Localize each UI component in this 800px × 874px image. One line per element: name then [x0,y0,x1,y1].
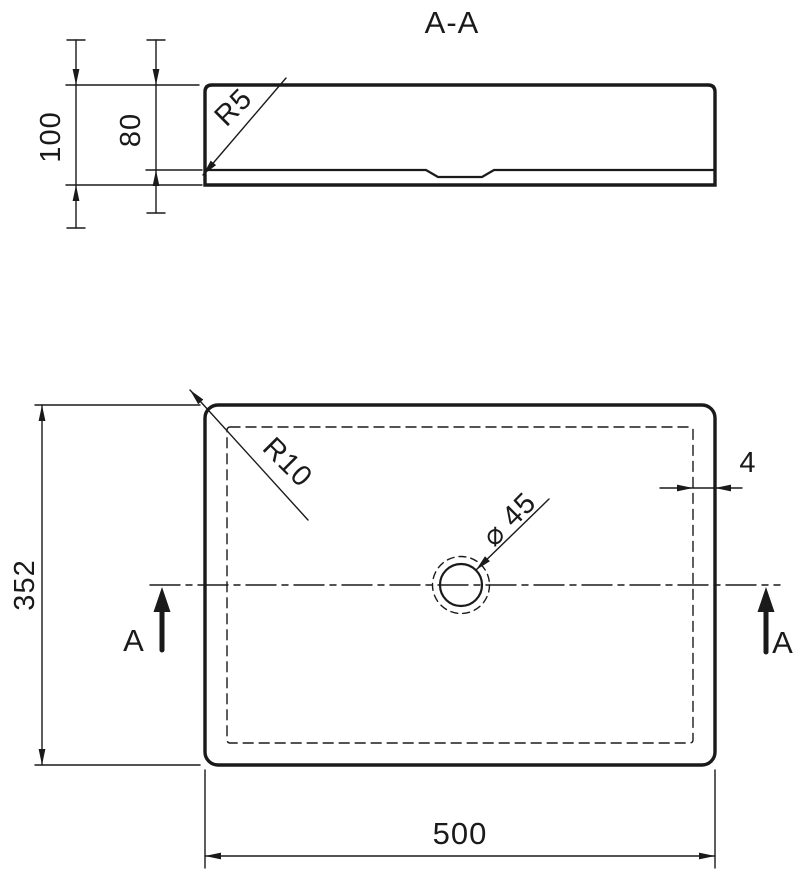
dim-label-500: 500 [433,816,488,851]
diameter-label-45: ⌀ 45 [476,486,542,552]
section-cut-arrow-right [757,587,775,655]
arrowhead [677,484,693,492]
section-arrowhead [757,587,775,612]
arrowhead [72,185,80,201]
dim-label-80: 80 [115,113,147,147]
dimension-overall-height-100 [65,39,203,229]
arrowhead [190,390,204,405]
section-arrowhead [153,587,171,612]
section-title: A-A [425,5,480,40]
arrowhead [476,556,490,570]
leader-line [189,389,309,521]
dim-label-100: 100 [35,111,67,162]
leader-line [475,498,550,571]
section-view-a-a [65,39,717,229]
dim-label-4: 4 [739,447,756,479]
section-cut-arrow-left [153,587,171,653]
arrowhead [152,69,160,85]
arrowhead [152,170,160,186]
radius-label-r10: R10 [256,431,318,493]
drain-hole-circle [438,562,484,608]
arrowhead [38,749,46,765]
basin-inner-bottom-line [204,168,716,179]
section-marker-a-right: A [772,625,794,660]
linework-root [34,39,781,869]
arrowhead [72,69,80,85]
diameter-callout-45 [475,498,550,571]
drain-hole-dashed-circle [431,555,491,615]
dimension-width-500 [204,769,716,869]
arrowhead [38,405,46,421]
plan-view [34,389,781,869]
dim-label-352: 352 [9,559,41,610]
arrowhead [699,852,715,860]
arrowhead [715,484,731,492]
leader-line [202,77,287,176]
radius-callout-r5 [202,77,287,176]
arrowhead [203,160,217,175]
radius-callout-r10 [189,389,309,521]
dimension-rim-width-4 [659,484,743,492]
dimension-inner-depth-80 [145,39,203,214]
dimension-height-352 [34,404,201,766]
basin-profile-outline [203,83,717,187]
labels: A-A 100 80 R5 R10 ⌀ 45 4 352 500 A A [9,5,794,851]
radius-label-r5: R5 [209,83,259,133]
arrowhead [205,852,221,860]
section-marker-a-left: A [123,623,145,658]
